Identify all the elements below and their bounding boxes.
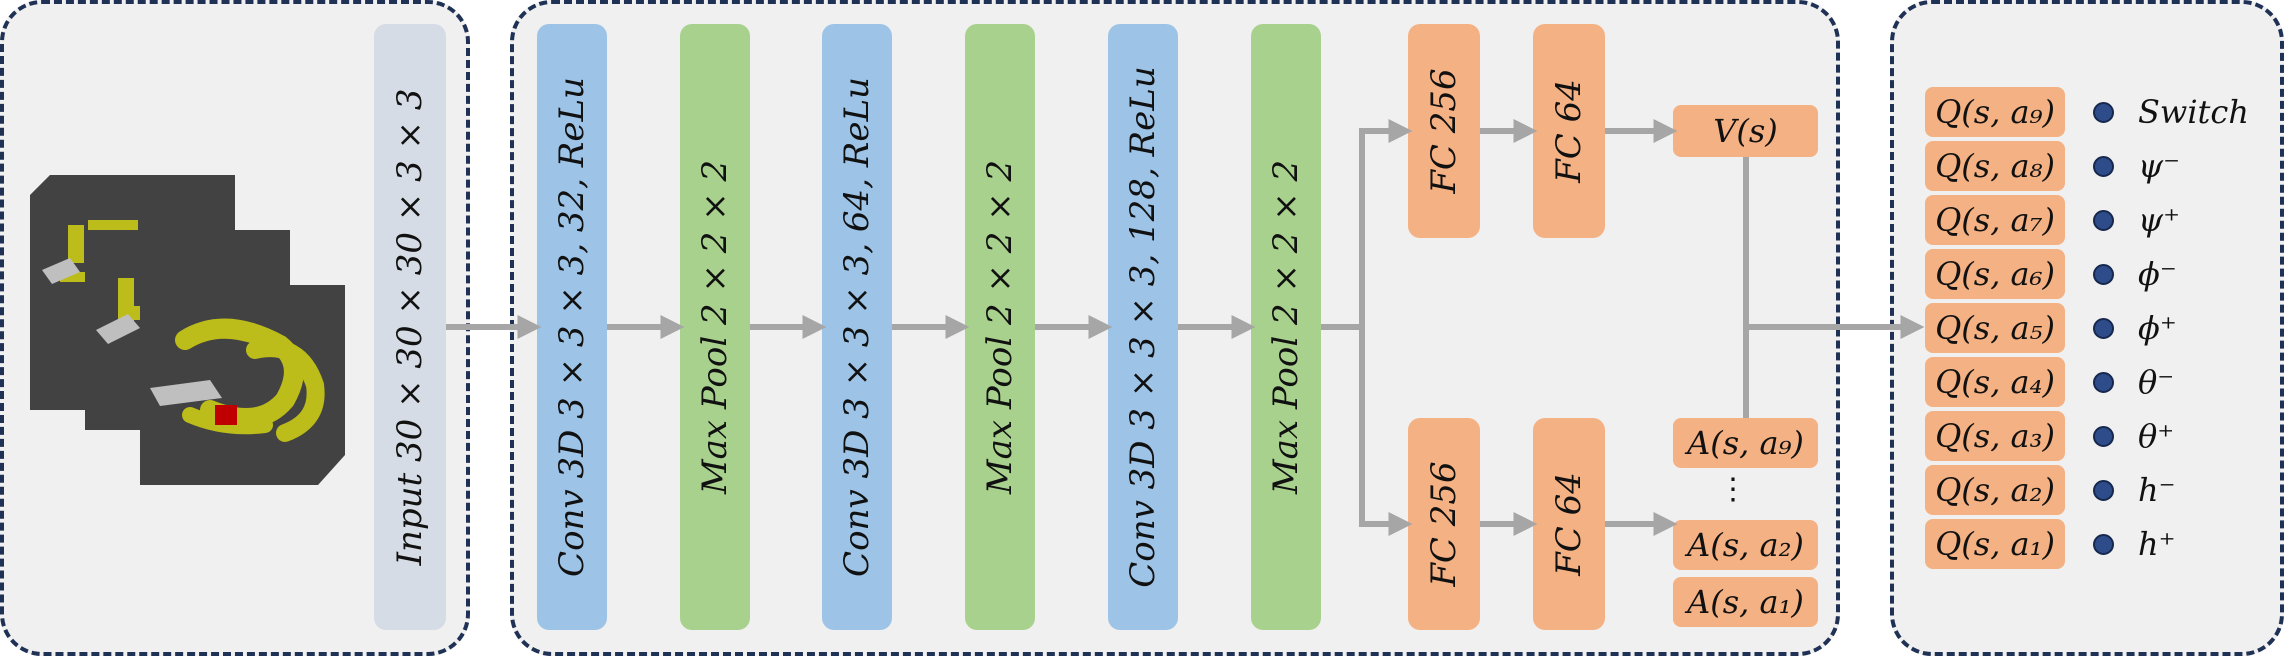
advantage-ellipsis: ⋮ (1718, 472, 1748, 507)
q-value-a1: Q(s, a₁) (1925, 519, 2065, 569)
action-label: h⁻ (2138, 471, 2176, 509)
q-value-a4: Q(s, a₄) (1925, 357, 2065, 407)
q-value-a5: Q(s, a₅) (1925, 303, 2065, 353)
action-phi-minus: ϕ⁻ (2093, 252, 2177, 296)
action-theta-minus: θ⁻ (2093, 360, 2174, 404)
action-label: ψ⁻ (2138, 147, 2180, 185)
bullet-icon (2093, 479, 2114, 501)
advantage-fc256: FC 256 (1408, 418, 1480, 630)
bullet-icon (2093, 425, 2114, 447)
conv3d-layer-3: Conv 3D 3 × 3 × 3, 128, ReLu (1108, 24, 1178, 630)
voxel-state-images (30, 175, 345, 485)
bullet-icon (2093, 371, 2114, 393)
q-value-a7: Q(s, a₇) (1925, 195, 2065, 245)
bullet-icon (2093, 317, 2114, 339)
action-label: θ⁻ (2138, 363, 2175, 401)
conv3d-layer-2: Conv 3D 3 × 3 × 3, 64, ReLu (822, 24, 892, 630)
bullet-icon (2093, 263, 2114, 285)
conv3d-layer-1: Conv 3D 3 × 3 × 3, 32, ReLu (537, 24, 607, 630)
action-label: ϕ⁺ (2138, 309, 2177, 347)
advantage-fc64: FC 64 (1533, 418, 1605, 630)
arrow-branch-value (1359, 119, 1413, 327)
advantage-output-a2: A(s, a₂) (1673, 520, 1818, 570)
action-psi-plus: ψ⁺ (2093, 198, 2180, 242)
advantage-output-a1: A(s, a₁) (1673, 577, 1818, 627)
action-switch: Switch (2093, 90, 2249, 134)
action-h-plus: h⁺ (2093, 522, 2176, 566)
q-value-a8: Q(s, a₈) (1925, 141, 2065, 191)
action-label: h⁺ (2138, 525, 2176, 563)
q-value-a9: Q(s, a₉) (1925, 87, 2065, 137)
action-phi-plus: ϕ⁺ (2093, 306, 2177, 350)
voxel-frame-3 (140, 285, 345, 485)
bullet-icon (2093, 533, 2114, 555)
action-label: θ⁺ (2138, 417, 2175, 455)
maxpool-layer-1: Max Pool 2 × 2 × 2 (680, 24, 750, 630)
advantage-output-a9: A(s, a₉) (1673, 418, 1818, 468)
action-label: ψ⁺ (2138, 201, 2180, 239)
input-layer: Input 30 × 30 × 30 × 3 × 3 (374, 24, 446, 630)
action-label: ϕ⁻ (2138, 255, 2177, 293)
action-label: Switch (2138, 93, 2249, 131)
bullet-icon (2093, 101, 2114, 123)
value-fc256: FC 256 (1408, 24, 1480, 238)
q-value-a3: Q(s, a₃) (1925, 411, 2065, 461)
value-fc64: FC 64 (1533, 24, 1605, 238)
action-theta-plus: θ⁺ (2093, 414, 2174, 458)
q-value-a2: Q(s, a₂) (1925, 465, 2065, 515)
maxpool-layer-3: Max Pool 2 × 2 × 2 (1251, 24, 1321, 630)
value-output: V(s) (1673, 105, 1818, 157)
q-value-a6: Q(s, a₆) (1925, 249, 2065, 299)
bullet-icon (2093, 155, 2114, 177)
arrow-branch-advantage (1359, 327, 1413, 536)
action-psi-minus: ψ⁻ (2093, 144, 2180, 188)
maxpool-layer-2: Max Pool 2 × 2 × 2 (965, 24, 1035, 630)
action-h-minus: h⁻ (2093, 468, 2176, 512)
bullet-icon (2093, 209, 2114, 231)
